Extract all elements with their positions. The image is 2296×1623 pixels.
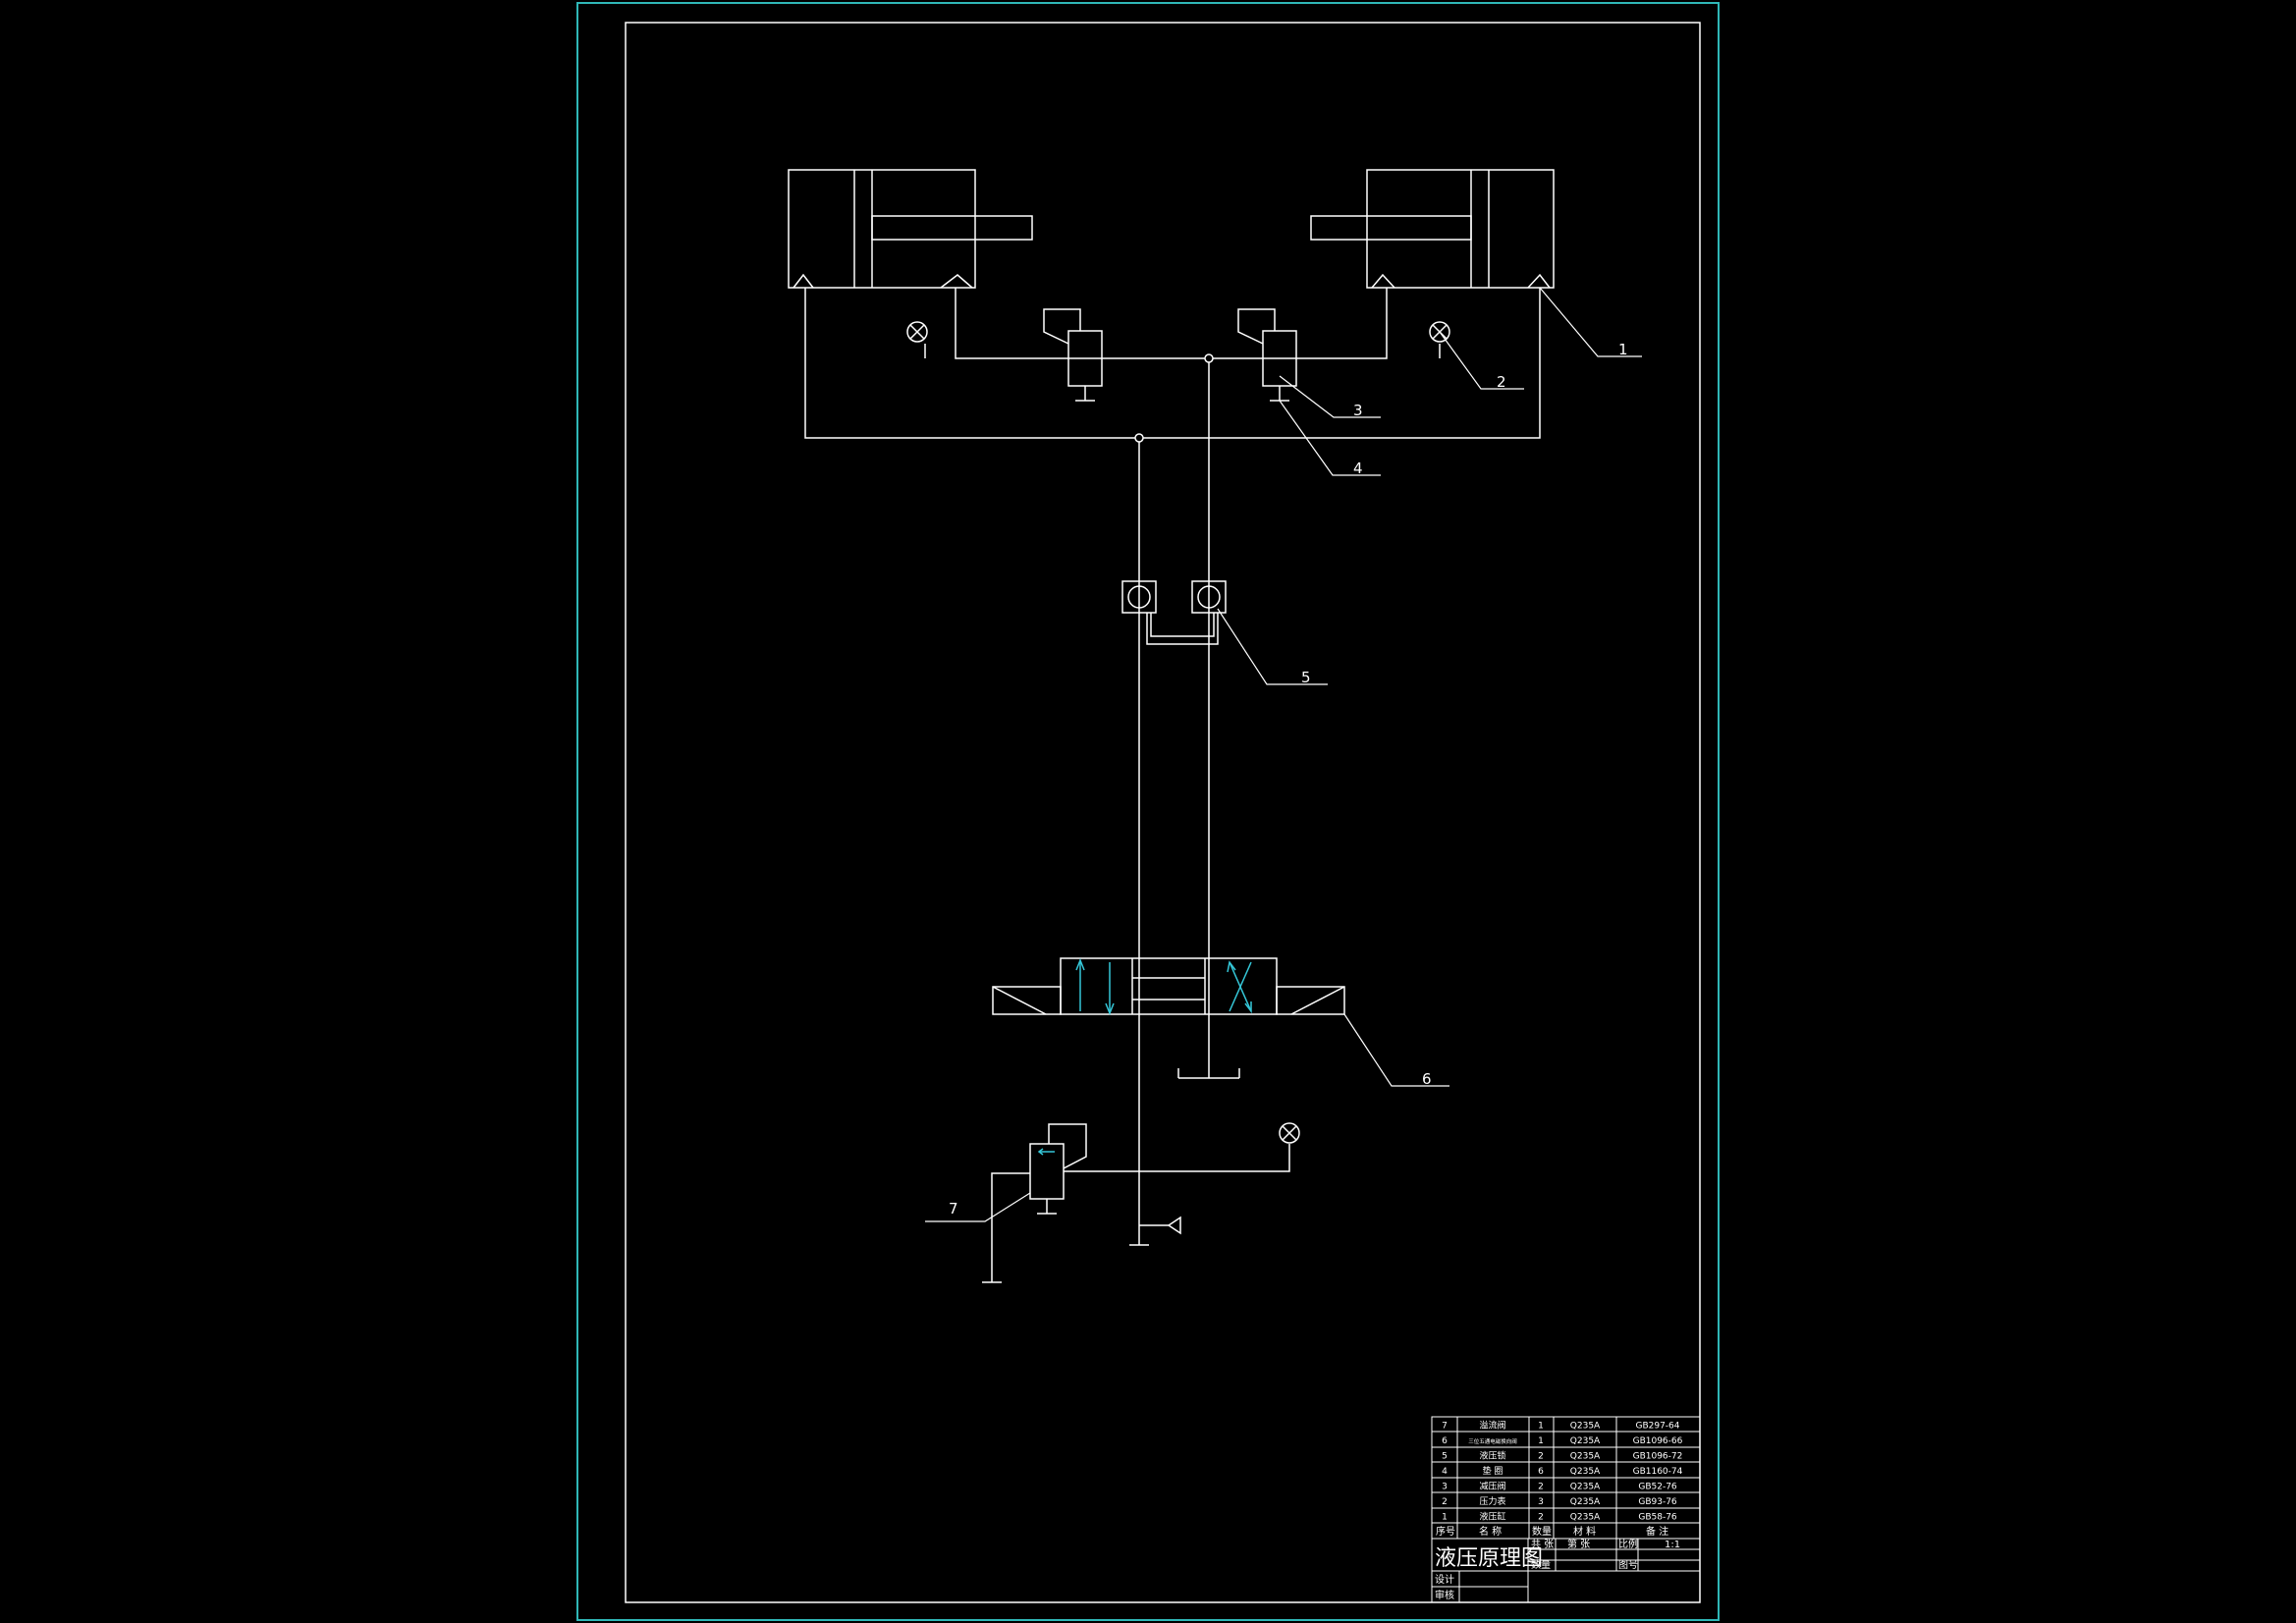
- sheet-no: 第 张: [1567, 1538, 1590, 1550]
- parts-cell-standard: GB58-76: [1638, 1513, 1677, 1523]
- header-no: 序号: [1436, 1525, 1455, 1538]
- parts-cell-material: Q235A: [1570, 1513, 1601, 1523]
- directional-valve: [992, 957, 1345, 1079]
- quantity-label: 数量: [1531, 1558, 1551, 1571]
- outer-frame: [576, 2, 1720, 1621]
- parts-cell-name: 减压阀: [1479, 1481, 1505, 1492]
- parts-cell-name: 三位五通电磁换向阀: [1468, 1437, 1517, 1445]
- junction-dot: [1204, 353, 1214, 363]
- callout-leaders: [925, 287, 1642, 1222]
- hydraulic-cylinder-left: [788, 169, 1033, 289]
- parts-cell-no: 5: [1442, 1452, 1448, 1462]
- parts-cell-material: Q235A: [1570, 1422, 1601, 1432]
- pressure-gauge-left: [906, 321, 928, 343]
- parts-cell-material: Q235A: [1570, 1483, 1601, 1492]
- drawing-title: 液压原理图: [1435, 1546, 1543, 1571]
- parts-cell-name: 液压锁: [1479, 1450, 1505, 1462]
- parts-cell-standard: GB1096-66: [1633, 1436, 1683, 1446]
- parts-row: 1 液压缸 2 Q235A GB58-76: [1442, 1511, 1677, 1523]
- callout-labels: 1 2 3 4 5 6 7: [949, 341, 1628, 1217]
- callout-6: 6: [1422, 1070, 1432, 1088]
- header-qty: 数量: [1532, 1525, 1552, 1538]
- parts-cell-material: Q235A: [1570, 1497, 1601, 1507]
- parts-cell-name: 溢流阀: [1479, 1420, 1505, 1432]
- parts-cell-no: 2: [1442, 1497, 1448, 1507]
- parts-cell-qty: 1: [1538, 1436, 1544, 1446]
- parts-cell-no: 4: [1442, 1467, 1448, 1477]
- header-name: 名 称: [1479, 1525, 1502, 1538]
- drawing-no-label: 图号: [1618, 1559, 1638, 1571]
- parts-cell-material: Q235A: [1570, 1452, 1601, 1462]
- parts-cell-material: Q235A: [1570, 1467, 1601, 1477]
- parts-cell-no: 3: [1442, 1483, 1448, 1492]
- parts-cell-name: 垫 圈: [1483, 1465, 1503, 1477]
- parts-cell-qty: 6: [1538, 1467, 1544, 1477]
- callout-4: 4: [1353, 460, 1363, 477]
- parts-row: 4 垫 圈 6 Q235A GB1160-74: [1442, 1465, 1683, 1477]
- callout-1: 1: [1618, 341, 1628, 358]
- parts-cell-qty: 2: [1538, 1513, 1544, 1523]
- pump-supply-line: [1129, 1216, 1181, 1246]
- header-remark: 备 注: [1646, 1525, 1668, 1538]
- parts-row: 7 溢流阀 1 Q235A GB297-64: [1442, 1420, 1680, 1432]
- parts-cell-no: 6: [1442, 1436, 1448, 1446]
- parts-cell-name: 压力表: [1479, 1495, 1505, 1507]
- design-label: 设计: [1435, 1573, 1454, 1586]
- parts-row: 3 减压阀 2 Q235A GB52-76: [1442, 1481, 1677, 1492]
- parts-cell-standard: GB1096-72: [1633, 1452, 1683, 1462]
- header-material: 材 料: [1573, 1525, 1596, 1538]
- scale-label: 比例: [1618, 1538, 1638, 1550]
- junction-dot: [1134, 433, 1144, 443]
- parts-cell-qty: 2: [1538, 1483, 1544, 1492]
- parts-row: 5 液压锁 2 Q235A GB1096-72: [1442, 1450, 1682, 1462]
- callout-2: 2: [1497, 373, 1506, 391]
- parts-cell-qty: 2: [1538, 1452, 1544, 1462]
- parts-cell-name: 液压缸: [1479, 1511, 1505, 1523]
- hydraulic-lock-pair: [1121, 580, 1227, 645]
- inner-frame: [625, 22, 1701, 1603]
- pressure-gauge-bottom: [1279, 1122, 1300, 1144]
- relief-valve: [982, 1123, 1290, 1283]
- parts-cell-standard: GB297-64: [1635, 1422, 1679, 1432]
- parts-cell-qty: 1: [1538, 1422, 1544, 1432]
- parts-row: 6 三位五通电磁换向阀 1 Q235A GB1096-66: [1442, 1436, 1683, 1446]
- sheets-total: 共 张: [1531, 1539, 1554, 1550]
- parts-cell-qty: 3: [1538, 1497, 1544, 1507]
- parts-cell-standard: GB52-76: [1638, 1483, 1677, 1492]
- parts-cell-no: 7: [1442, 1422, 1448, 1432]
- callout-3: 3: [1353, 402, 1363, 419]
- parts-cell-no: 1: [1442, 1513, 1448, 1523]
- parts-cell-standard: GB1160-74: [1633, 1467, 1683, 1477]
- parts-row: 2 压力表 3 Q235A GB93-76: [1442, 1495, 1677, 1507]
- hydraulic-cylinder-right: [1310, 169, 1555, 289]
- review-label: 审核: [1435, 1589, 1454, 1601]
- scale-value: 1:1: [1665, 1540, 1680, 1550]
- callout-5: 5: [1301, 669, 1311, 686]
- parts-cell-material: Q235A: [1570, 1436, 1601, 1446]
- reducing-valve-left: [1043, 308, 1103, 402]
- callout-7: 7: [949, 1200, 958, 1217]
- parts-cell-standard: GB93-76: [1638, 1497, 1677, 1507]
